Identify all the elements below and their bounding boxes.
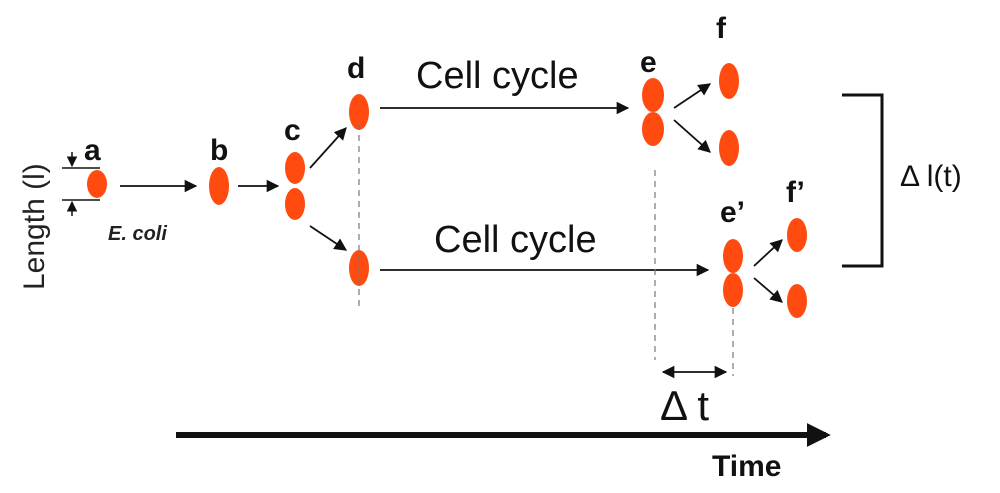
cell-e-prime-bottom: [723, 273, 743, 307]
cells: [87, 63, 807, 318]
cell-cycle-label-bottom: Cell cycle: [434, 219, 597, 261]
cell-c-top: [285, 152, 305, 184]
y-axis-label: Length (l): [18, 163, 51, 290]
cell-e-bottom: [642, 112, 664, 146]
stage-label-f-prime: f’: [786, 176, 805, 209]
size-indicator: [62, 152, 100, 216]
cell-b: [209, 167, 229, 205]
delta-length-bracket: [842, 93, 884, 268]
cell-f-prime-bottom: [787, 284, 807, 318]
arrow-eprime-fprime-top: [753, 239, 783, 267]
cell-f-bottom: [719, 130, 739, 166]
reference-lines: [358, 124, 734, 376]
stage-label-a: a: [84, 134, 101, 167]
cell-f-prime-top: [787, 218, 807, 252]
arrow-e-f-bottom: [673, 119, 711, 153]
cell-a: [87, 170, 107, 198]
organism-label: E. coli: [108, 223, 167, 245]
arrow-c-d-top: [309, 127, 347, 169]
cell-e-prime-top: [723, 239, 743, 273]
cell-e-top: [642, 78, 664, 112]
cell-d-top: [349, 94, 369, 130]
stage-label-c: c: [284, 114, 301, 147]
delta-t-label: Δ t: [660, 382, 709, 429]
arrow-c-d-bottom: [309, 225, 348, 251]
cell-f-top: [719, 63, 739, 99]
cell-c-bottom: [285, 188, 305, 220]
stage-label-e-prime: e’: [720, 196, 745, 229]
stage-label-d: d: [347, 52, 365, 85]
stage-label-e: e: [640, 46, 657, 79]
stage-label-b: b: [210, 134, 228, 167]
cell-cycle-label-top: Cell cycle: [416, 55, 579, 97]
delta-length-label: Δ l(t): [900, 160, 962, 193]
arrow-e-f-top: [673, 83, 712, 109]
arrow-eprime-fprime-bottom: [753, 277, 783, 303]
stage-label-f: f: [716, 12, 727, 45]
arrows: [120, 83, 783, 303]
x-axis-label: Time: [712, 450, 781, 483]
